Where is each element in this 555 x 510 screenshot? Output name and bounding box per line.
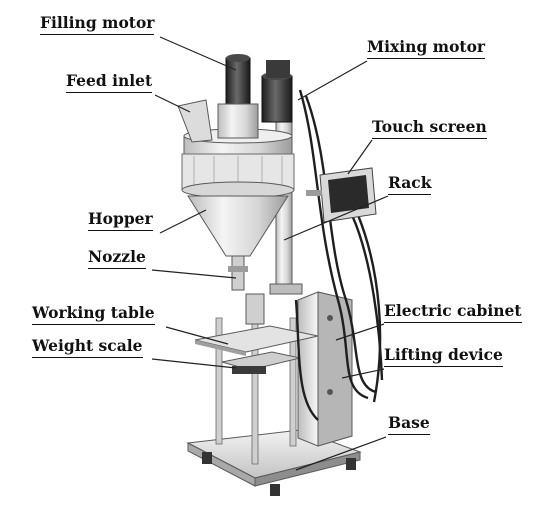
hopper-assembly [177,99,295,291]
label-mixing-motor: Mixing motor [367,38,486,59]
touch-screen-panel [306,167,377,223]
label-electric-cabinet: Electric cabinet [384,302,522,323]
label-touch-screen: Touch screen [372,118,487,139]
label-feed-inlet: Feed inlet [66,72,153,93]
filling-motor [217,54,259,139]
cables [294,89,384,421]
label-weight-scale: Weight scale [32,337,143,358]
label-hopper: Hopper [88,210,153,231]
machine-frame [194,293,319,465]
label-nozzle: Nozzle [88,248,146,269]
label-rack: Rack [388,174,432,195]
leader-lines [151,36,389,471]
label-base: Base [388,414,430,435]
label-working-table: Working table [32,304,155,325]
label-lifting-device: Lifting device [384,346,503,367]
label-filling-motor: Filling motor [40,14,155,35]
mixing-motor [261,60,293,123]
electric-cabinet [297,291,353,447]
